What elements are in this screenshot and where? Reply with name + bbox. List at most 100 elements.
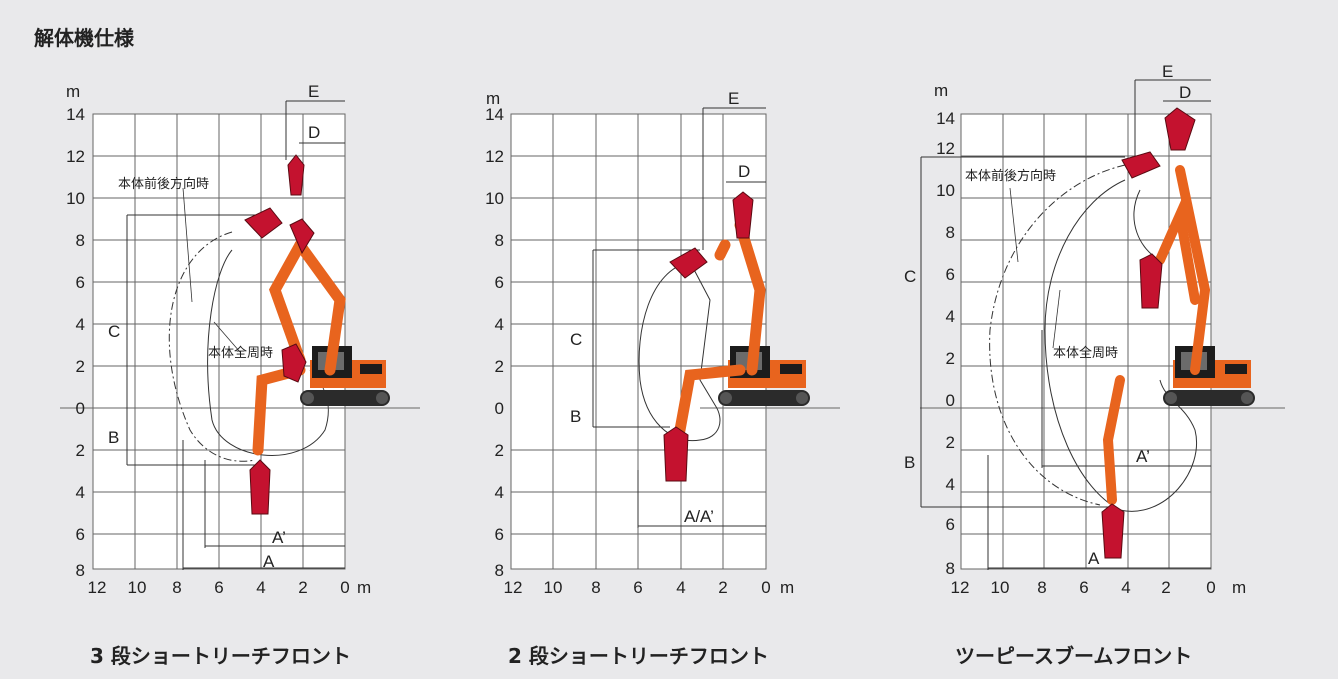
x-tick: 2: [718, 578, 727, 597]
y-tick: 6: [495, 273, 504, 292]
y-tick: 4: [946, 307, 955, 326]
y-tick: 8: [495, 561, 504, 580]
dim-b-label: B: [108, 428, 119, 447]
front-rear-envelope: [168, 231, 256, 462]
caption-3-stage: 3 段ショートリーチフロント: [90, 644, 351, 668]
diagram-2-stage-chart: m 14 12 10 8 6 4 2 0 2 4 6 8 12 10 8 6 4…: [485, 89, 840, 597]
y-tick: 10: [485, 189, 504, 208]
x-tick: 0: [1206, 578, 1215, 597]
y-tick: 14: [66, 105, 85, 124]
page-title: 解体機仕様: [34, 26, 134, 50]
y-tick: 6: [495, 525, 504, 544]
dim-c-label: C: [570, 330, 582, 349]
x-tick-labels: 12 10 8 6 4 2 0: [951, 578, 1216, 597]
y-tick: 2: [76, 441, 85, 460]
y-tick: 0: [76, 399, 85, 418]
grid: [920, 113, 1285, 570]
y-tick: 8: [946, 223, 955, 242]
y-tick: 4: [495, 483, 504, 502]
y-tick: 0: [946, 391, 955, 410]
y-tick: 2: [76, 357, 85, 376]
dim-a-label: A: [1088, 549, 1100, 568]
crusher-attachment: [244, 154, 315, 515]
dim-c-label: C: [108, 322, 120, 341]
y-tick: 2: [946, 433, 955, 452]
x-tick: 0: [761, 578, 770, 597]
y-tick: 6: [946, 515, 955, 534]
x-tick: 0: [340, 578, 349, 597]
x-tick: 8: [591, 578, 600, 597]
y-tick: 6: [76, 273, 85, 292]
x-tick: 10: [128, 578, 147, 597]
diagram-two-piece-chart: m 14 12 10 8 6 4 2 0 2 4 6 8 12 10 8 6 4…: [904, 62, 1285, 597]
y-tick: 10: [936, 181, 955, 200]
dim-d-label: D: [308, 123, 320, 142]
y-tick: 12: [66, 147, 85, 166]
caption-2-stage: 2 段ショートリーチフロント: [508, 644, 769, 668]
y-tick: 8: [946, 559, 955, 578]
y-tick: 4: [495, 315, 504, 334]
y-tick: 8: [76, 561, 85, 580]
y-tick-labels: 14 12 10 8 6 4 2 0 2 4 6 8: [66, 105, 85, 580]
dim-b-label: B: [904, 453, 915, 472]
excavator-machine: [1163, 346, 1255, 406]
full-swing-note: 本体全周時: [1053, 345, 1118, 360]
y-tick: 2: [946, 349, 955, 368]
boom-arm: [1102, 165, 1211, 505]
boom-arm: [674, 219, 766, 436]
x-tick: 12: [504, 578, 523, 597]
x-tick: 12: [951, 578, 970, 597]
dim-a-prime-label: A’: [272, 528, 286, 547]
x-tick: 8: [1037, 578, 1046, 597]
y-tick: 8: [495, 231, 504, 250]
x-unit-label: m: [357, 578, 371, 597]
full-swing-note: 本体全周時: [208, 345, 273, 360]
y-tick: 8: [76, 231, 85, 250]
y-unit-label: m: [66, 82, 80, 101]
x-tick: 4: [676, 578, 685, 597]
x-tick: 6: [1079, 578, 1088, 597]
x-tick: 12: [88, 578, 107, 597]
dimension-lines: [920, 79, 1211, 570]
dim-e-label: E: [308, 82, 319, 101]
front-rear-note: 本体前後方向時: [965, 168, 1056, 183]
x-tick: 4: [256, 578, 265, 597]
dim-a-prime-label: A’: [1136, 447, 1150, 466]
dim-d-label: D: [1179, 83, 1191, 102]
x-tick: 2: [298, 578, 307, 597]
y-tick-labels: 14 12 10 8 6 4 2 0 2 4 6 8: [936, 109, 955, 578]
dim-c-label: C: [904, 267, 916, 286]
y-tick: 12: [485, 147, 504, 166]
y-tick: 0: [495, 399, 504, 418]
dim-e-label: E: [1162, 62, 1173, 81]
y-unit-label: m: [934, 81, 948, 100]
y-tick: 4: [76, 483, 85, 502]
x-tick: 2: [1161, 578, 1170, 597]
x-tick: 6: [633, 578, 642, 597]
x-tick-labels: 12 10 8 6 4 2 0: [88, 578, 350, 597]
crusher-attachment: [1101, 107, 1196, 559]
x-tick-labels: 12 10 8 6 4 2 0: [504, 578, 771, 597]
y-tick: 14: [936, 109, 955, 128]
x-tick: 10: [544, 578, 563, 597]
y-tick: 14: [485, 105, 504, 124]
y-tick: 6: [946, 265, 955, 284]
full-swing-envelope: [638, 261, 721, 442]
grid: [60, 113, 420, 570]
front-rear-envelope: [989, 164, 1126, 506]
caption-two-piece: ツーピースブームフロント: [955, 644, 1193, 668]
x-unit-label: m: [1232, 578, 1246, 597]
x-tick: 8: [172, 578, 181, 597]
x-unit-label: m: [780, 578, 794, 597]
dimension-lines: [126, 100, 345, 570]
y-tick-labels: 14 12 10 8 6 4 2 0 2 4 6 8: [485, 105, 504, 580]
y-tick: 10: [66, 189, 85, 208]
y-tick: 6: [76, 525, 85, 544]
full-swing-envelope: [1044, 179, 1197, 512]
dim-e-label: E: [728, 89, 739, 108]
y-tick: 4: [76, 315, 85, 334]
dim-a-a-prime-label: A/A’: [684, 507, 714, 526]
y-tick: 2: [495, 441, 504, 460]
dim-b-label: B: [570, 407, 581, 426]
diagram-3-stage-chart: m 14 12 10 8 6 4 2 0 2 4 6 8 12 10 8 6 4…: [60, 82, 420, 597]
